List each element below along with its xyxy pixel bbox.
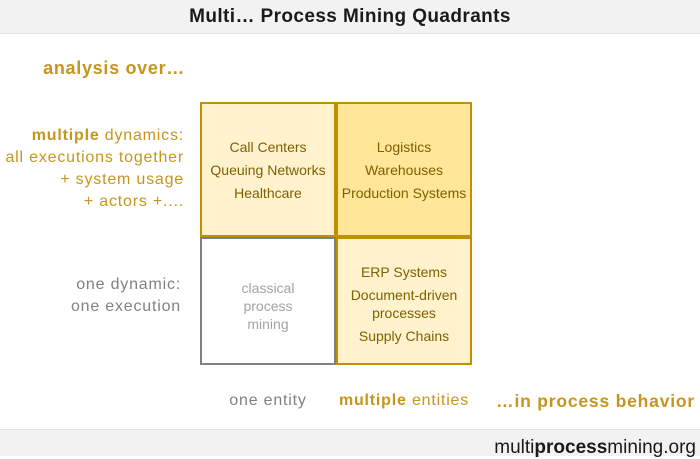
quadrant-bottom-left: classical process mining <box>200 237 336 365</box>
quadrant-item: Call Centers <box>229 139 307 156</box>
axis-label-all-executions: all executions together <box>5 149 184 166</box>
footer-band: multiprocessmining.org <box>0 428 700 459</box>
axis-label-one-dynamic-line1: one dynamic: <box>76 276 181 293</box>
axis-label-one-dynamic-line2: one execution <box>70 298 181 315</box>
axis-label-system-usage: + system usage <box>60 171 184 188</box>
footer-prefix: multi <box>494 436 535 458</box>
header-band: Multi… Process Mining Quadrants <box>0 0 700 34</box>
axis-label-multiple-entities-rest: entities <box>406 392 470 409</box>
footer-suffix: mining.org <box>607 436 696 458</box>
quadrant-item: ERP Systems <box>360 264 448 280</box>
quadrant-item: Document-driven processes <box>350 287 458 321</box>
footer-bold: process <box>534 436 608 458</box>
quadrant-item: Logistics <box>376 139 432 156</box>
axis-label-multiple-dynamics-line1: multiple dynamics: <box>5 125 184 147</box>
axis-label-actors: + actors +.... <box>83 193 184 210</box>
axis-label-analysis-over: analysis over… <box>43 58 185 78</box>
axis-label-in-process-behavior: …in process behavior <box>496 391 695 411</box>
axis-label-dynamics-rest: dynamics: <box>99 127 184 144</box>
axis-label-multiple-entities-bold: multiple <box>338 392 407 409</box>
page-title: Multi… Process Mining Quadrants <box>189 6 511 27</box>
quadrant-bottom-left-text: classical process mining <box>241 279 295 332</box>
footer-website: multiprocessmining.org <box>494 428 700 459</box>
quadrant-item: Supply Chains <box>358 327 450 344</box>
quadrant-item: Healthcare <box>234 185 302 202</box>
axis-label-one-entity: one entity <box>229 392 307 409</box>
axis-label-one-dynamic: one dynamic: one execution <box>71 274 181 318</box>
axis-label-multiple-dynamics: multiple dynamics: all executions togeth… <box>5 125 184 213</box>
quadrant-item: Production Systems <box>341 185 467 202</box>
axis-label-multiple-bold: multiple <box>31 127 100 144</box>
quadrant-item: Warehouses <box>364 162 444 179</box>
axis-label-multiple-entities: multiple entities <box>336 392 472 410</box>
quadrant-item: Queuing Networks <box>210 162 326 179</box>
